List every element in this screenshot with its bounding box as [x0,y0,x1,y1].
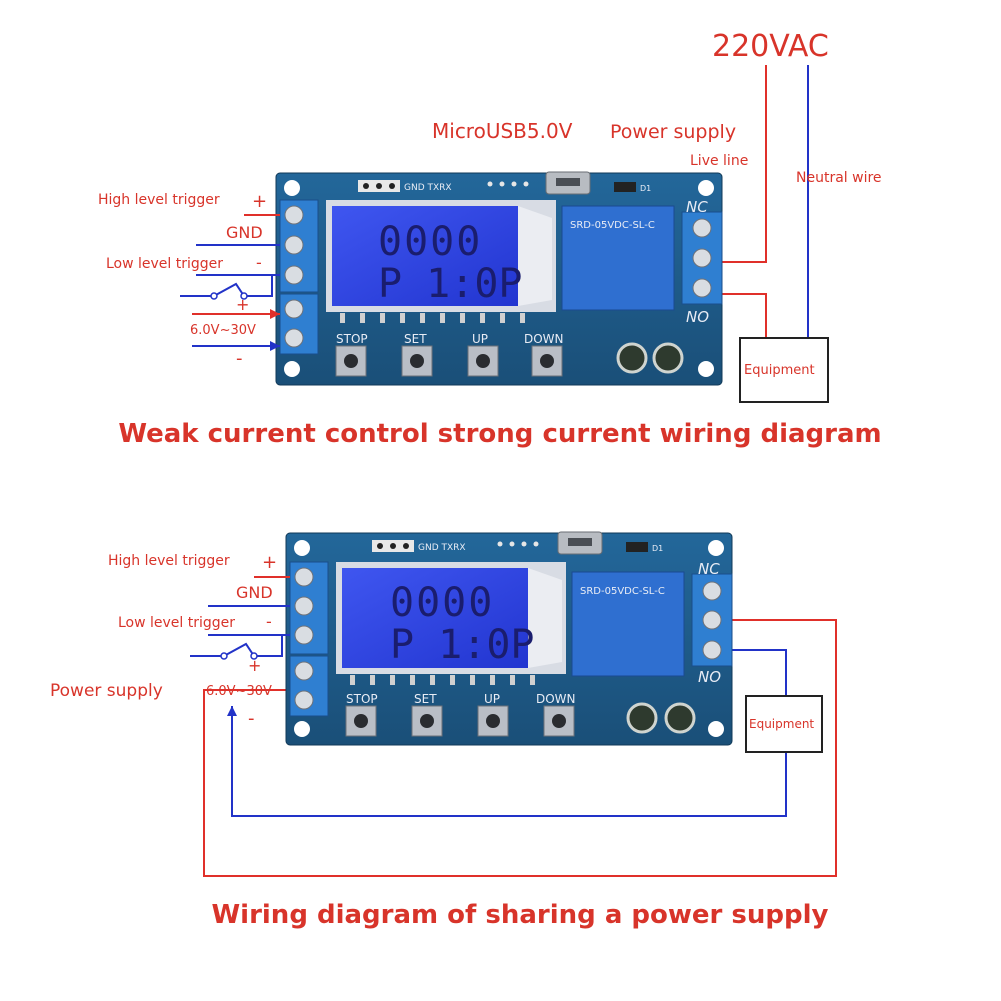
top-capacitor [616,342,648,374]
bottom-relay-label: SRD-05VDC-SL-C [580,586,665,597]
top-lcd-line2: P 1:0P [378,261,523,307]
bottom-button-up[interactable] [477,705,509,737]
bottom-header-label: GND TXRX [418,543,466,553]
bottom-relay [571,571,685,677]
bottom-low-trigger-label: Low level trigger [118,615,235,631]
bottom-nc-label: NC [698,560,720,578]
bottom-lcd-line2: P 1:0P [390,622,535,668]
bottom-btn-label-set: SET [414,692,437,706]
bottom-blue-loop-wire [231,649,787,817]
top-neutral-wire-label: Neutral wire [796,170,882,186]
bottom-power-minus: - [248,708,255,729]
top-low-trigger-label: Low level trigger [106,256,223,272]
bottom-gnd-label: GND [236,583,273,602]
bottom-low-trigger-minus: - [266,612,272,631]
top-usb-label: MicroUSB5.0V [432,119,573,143]
top-relay-board: GND TXRX D1 0000 P 1:0P [275,171,723,386]
bottom-d1-label: D1 [652,544,663,553]
top-voltage-label: 220VAC [712,29,829,64]
top-lcd-screen [332,206,518,306]
bottom-high-trigger-label: High level trigger [108,553,230,569]
top-lcd-line1: 0000 [378,219,482,265]
top-diagram-title: Weak current control strong current wiri… [118,419,881,449]
top-button-down[interactable] [531,345,563,377]
bottom-lcd-screen [342,568,528,668]
top-high-trigger-plus: + [252,191,267,212]
bottom-diagram: GND TXRX D1 0000 P 1:0P SRD-05VD [50,531,837,930]
top-button-up[interactable] [467,345,499,377]
bottom-capacitor [664,702,696,734]
top-btn-label-up: UP [472,332,488,346]
top-relay-label: SRD-05VDC-SL-C [570,220,655,231]
top-btn-label-down: DOWN [524,332,564,346]
top-no-label: NO [686,308,709,326]
top-relay [561,205,675,311]
top-capacitor [652,342,684,374]
top-live-wire [722,65,767,263]
top-nc-label: NC [686,198,708,216]
top-header-label: GND TXRX [404,183,452,193]
bottom-capacitor [626,702,658,734]
bottom-button-down[interactable] [543,705,575,737]
bottom-low-trigger-switch [190,635,283,657]
bottom-equipment-box [745,695,823,753]
bottom-button-set[interactable] [411,705,443,737]
top-power-supply-label: Power supply [610,121,736,143]
bottom-equipment-label: Equipment [749,717,814,731]
bottom-high-trigger-plus: + [262,552,277,573]
top-voltage-range-label: 6.0V~30V [190,323,256,338]
top-button-stop[interactable] [335,345,367,377]
top-no-wire [722,293,767,338]
bottom-btn-label-stop: STOP [346,692,378,706]
bottom-diagram-title: Wiring diagram of sharing a power supply [211,900,828,930]
top-btn-label-set: SET [404,332,427,346]
bottom-voltage-range-label: 6.0V~30V [206,684,272,699]
bottom-button-stop[interactable] [345,705,377,737]
top-gnd-label: GND [226,223,263,242]
top-equipment-label: Equipment [744,363,815,378]
top-diagram: GND TXRX D1 0000 P 1:0P [98,29,882,449]
top-high-trigger-label: High level trigger [98,192,220,208]
bottom-btn-label-up: UP [484,692,500,706]
top-power-plus: + [236,295,249,314]
bottom-power-supply-label: Power supply [50,681,163,701]
top-button-set[interactable] [401,345,433,377]
bottom-btn-label-down: DOWN [536,692,576,706]
top-power-minus: - [236,348,243,369]
bottom-lcd-line1: 0000 [390,580,494,626]
top-equipment-box [739,337,829,403]
top-live-line-label: Live line [690,153,748,169]
top-d1-label: D1 [640,184,651,193]
top-low-trigger-switch [180,275,273,297]
bottom-power-plus: + [248,656,261,675]
top-btn-label-stop: STOP [336,332,368,346]
bottom-no-label: NO [698,668,721,686]
top-low-trigger-minus: - [256,253,262,272]
bottom-red-loop-wire [203,619,837,877]
bottom-relay-board: GND TXRX D1 0000 P 1:0P SRD-05VD [285,531,733,746]
